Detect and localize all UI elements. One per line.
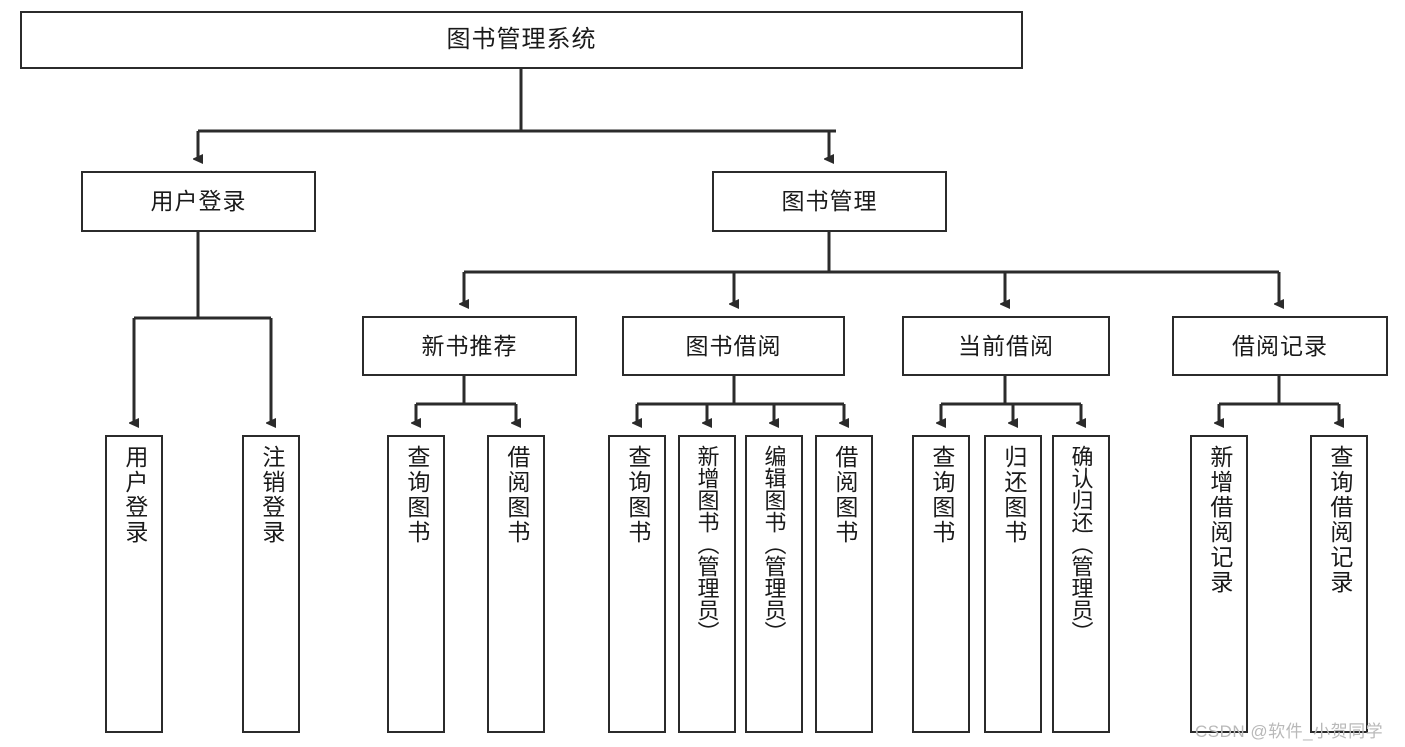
node-leaf-borrow-book-2-label: 借阅图书	[831, 445, 858, 545]
node-root[interactable]: 图书管理系统	[20, 11, 1023, 69]
node-leaf-edit-book-admin[interactable]: 编辑图书（管理员）	[745, 435, 803, 733]
node-leaf-add-borrow-record[interactable]: 新增借阅记录	[1190, 435, 1248, 733]
node-leaf-query-book-2-label: 查询图书	[624, 445, 651, 545]
node-leaf-user-login[interactable]: 用户登录	[105, 435, 163, 733]
node-leaf-user-login-label: 用户登录	[121, 445, 148, 545]
node-leaf-query-book-3[interactable]: 查询图书	[912, 435, 970, 733]
node-leaf-borrow-book-1[interactable]: 借阅图书	[487, 435, 545, 733]
node-leaf-return-book-label: 归还图书	[1000, 445, 1027, 545]
node-book-borrow[interactable]: 图书借阅	[622, 316, 845, 376]
node-leaf-query-borrow-record-label: 查询借阅记录	[1326, 445, 1353, 595]
node-book-borrow-label: 图书借阅	[685, 332, 782, 359]
node-borrow-record[interactable]: 借阅记录	[1172, 316, 1388, 376]
node-book-manage-label: 图书管理	[781, 188, 878, 214]
node-leaf-borrow-book-1-label: 借阅图书	[503, 445, 530, 545]
node-leaf-logout-login-label: 注销登录	[258, 445, 285, 545]
node-user-login[interactable]: 用户登录	[81, 171, 316, 232]
node-leaf-add-book-admin[interactable]: 新增图书（管理员）	[678, 435, 736, 733]
node-leaf-edit-book-admin-label: 编辑图书（管理员）	[761, 445, 787, 643]
watermark: CSDN @软件_小贺同学	[1195, 722, 1384, 741]
node-leaf-logout-login[interactable]: 注销登录	[242, 435, 300, 733]
node-leaf-query-book-1-label: 查询图书	[403, 445, 430, 545]
node-borrow-record-label: 借阅记录	[1232, 332, 1328, 359]
node-leaf-query-borrow-record[interactable]: 查询借阅记录	[1310, 435, 1368, 733]
node-leaf-add-book-admin-label: 新增图书（管理员）	[694, 445, 720, 643]
node-new-book-recommend[interactable]: 新书推荐	[362, 316, 577, 376]
node-leaf-confirm-return-admin-label: 确认归还（管理员）	[1068, 445, 1094, 643]
node-root-label: 图书管理系统	[446, 26, 597, 53]
node-new-book-recommend-label: 新书推荐	[421, 332, 518, 359]
node-current-borrow-label: 当前借阅	[958, 332, 1054, 359]
node-current-borrow[interactable]: 当前借阅	[902, 316, 1110, 376]
node-leaf-confirm-return-admin[interactable]: 确认归还（管理员）	[1052, 435, 1110, 733]
node-leaf-query-book-1[interactable]: 查询图书	[387, 435, 445, 733]
node-book-manage[interactable]: 图书管理	[712, 171, 947, 232]
node-leaf-add-borrow-record-label: 新增借阅记录	[1206, 445, 1233, 595]
node-leaf-borrow-book-2[interactable]: 借阅图书	[815, 435, 873, 733]
node-user-login-label: 用户登录	[150, 188, 247, 214]
node-leaf-query-book-3-label: 查询图书	[928, 445, 955, 545]
node-leaf-query-book-2[interactable]: 查询图书	[608, 435, 666, 733]
node-leaf-return-book[interactable]: 归还图书	[984, 435, 1042, 733]
